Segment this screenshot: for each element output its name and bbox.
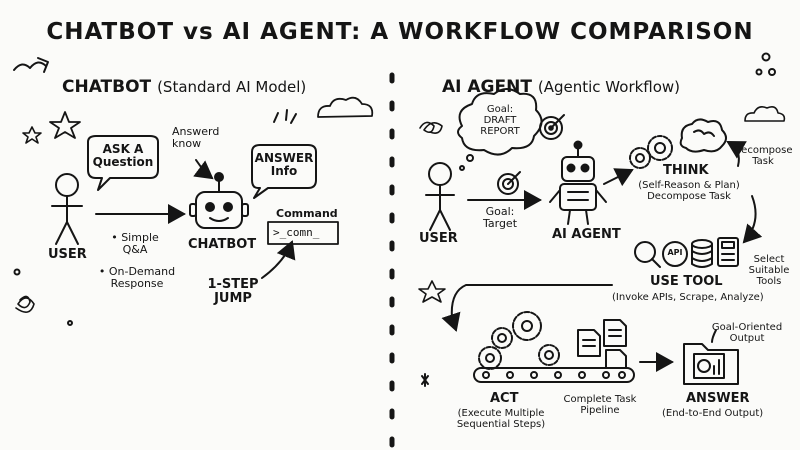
cloud-icon — [744, 106, 786, 122]
ai-agent-label: AI AGENT — [552, 227, 621, 242]
document-icon — [605, 349, 627, 369]
goal-output-arrow — [711, 329, 717, 343]
conveyor-belt-icon — [473, 367, 635, 383]
think-to-tools-arrow — [742, 195, 763, 244]
decompose-task-label: Decompose Task — [733, 145, 793, 167]
chatbot-header-main: CHATBOT — [62, 77, 152, 97]
goal-target-label: Goal: Target — [482, 205, 518, 231]
answer-speech-bubble — [251, 144, 317, 199]
answerd-arrow — [193, 159, 214, 180]
decompose-arrow — [726, 141, 747, 167]
right-top-circles — [755, 52, 776, 76]
asterisk-icon — [421, 373, 429, 387]
user-stick-figure-icon — [425, 162, 455, 231]
goal-oriented-output-label: Goal-Oriented Output — [711, 322, 783, 344]
api-icon-label: API — [667, 248, 683, 257]
calculator-icon — [717, 237, 739, 267]
command-label: Command — [276, 207, 338, 220]
one-step-jump-label: 1-STEP JUMP — [207, 277, 259, 307]
command-text: >_comn_ — [273, 226, 320, 239]
cloud-icon — [317, 96, 374, 118]
document-icon — [603, 319, 627, 347]
chatbot-header-sub: (Standard AI Model) — [157, 78, 307, 96]
act-label: ACT — [490, 391, 519, 406]
ask-speech-bubble — [87, 135, 159, 191]
dot-decoration — [13, 268, 21, 276]
agent-user-label: USER — [419, 231, 458, 246]
ask-question-text: ASK A Question — [92, 142, 154, 170]
tools-to-act-arrow — [441, 284, 613, 332]
answerd-know-note: Answerd know — [172, 125, 220, 151]
use-tool-label: USE TOOL — [650, 274, 723, 289]
folder-icon — [683, 343, 739, 385]
think-sub-label: (Self-Reason & Plan) Decompose Task — [638, 180, 740, 202]
act-sub-label: (Execute Multiple Sequential Steps) — [456, 408, 546, 430]
chatbot-header: CHATBOT (Standard AI Model) — [62, 78, 306, 97]
document-icon — [577, 329, 601, 357]
robot-icon — [549, 140, 607, 225]
bullet-on-demand: • On-Demand Response — [98, 265, 176, 291]
gears-icon — [478, 311, 560, 370]
agent-header-sub: (Agentic Workflow) — [537, 78, 681, 96]
chatbot-user-label: USER — [48, 247, 87, 262]
target-icon — [539, 114, 565, 140]
chatbot-label: CHATBOT — [188, 237, 257, 252]
target-icon — [497, 171, 521, 195]
user-stick-figure-icon — [51, 173, 83, 245]
goal-cloud-text: Goal: DRAFT REPORT — [480, 104, 520, 137]
gears-icon — [629, 135, 673, 169]
agent-header-main: AI AGENT — [442, 77, 532, 97]
spiral-doodle-icon — [419, 121, 443, 134]
answer-label: ANSWER — [686, 391, 750, 406]
database-icon — [691, 239, 713, 268]
command-box — [267, 221, 339, 245]
star-icon — [418, 280, 446, 303]
answer-info-text: ANSWER Info — [254, 151, 314, 179]
pencil-scribble-icon — [13, 57, 49, 73]
pipeline-label: Complete Task Pipeline — [563, 394, 637, 416]
brain-icon — [679, 118, 727, 153]
robot-icon — [189, 172, 249, 229]
bullet-simple-qa: • Simple Q&A — [111, 231, 159, 257]
main-title: CHATBOT vs AI AGENT: A WORKFLOW COMPARIS… — [46, 19, 754, 45]
star-icon — [49, 111, 81, 139]
star-icon — [22, 126, 42, 144]
jump-arrow — [261, 240, 296, 279]
agent-header: AI AGENT (Agentic Workflow) — [442, 78, 680, 97]
dot-decoration — [67, 320, 73, 326]
magnifier-icon — [634, 241, 661, 268]
answer-sub-label: (End-to-End Output) — [662, 408, 764, 419]
agent-to-think-arrow — [603, 168, 634, 187]
spark-lines-icon — [273, 109, 297, 124]
spiral-doodle-icon — [15, 295, 35, 313]
use-tool-sub-label: (Invoke APIs, Scrape, Analyze) — [612, 292, 764, 303]
think-label: THINK — [663, 163, 709, 178]
select-tools-label: Select Suitable Tools — [748, 254, 790, 287]
api-icon — [662, 241, 688, 267]
